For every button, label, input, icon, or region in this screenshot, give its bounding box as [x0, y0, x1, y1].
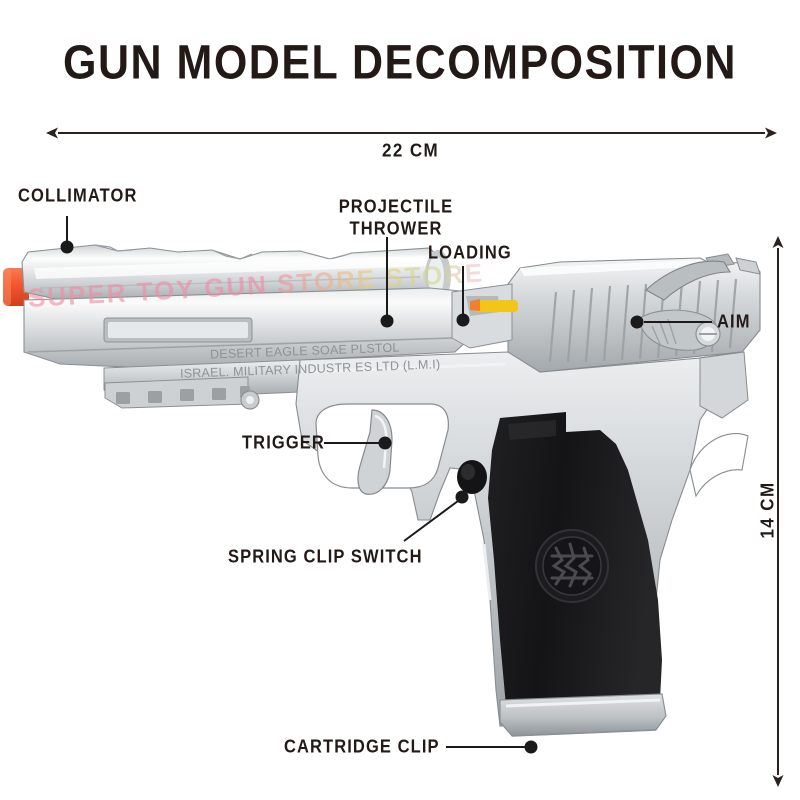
leader-projectile-thrower: [380, 237, 394, 328]
dimension-label-height: 14 CM: [757, 481, 778, 539]
leader-cartridge-clip: [446, 740, 538, 754]
leader-spring-clip-switch: [403, 490, 469, 542]
callout-label-projectile-thrower-line1: PROJECTILE: [338, 197, 454, 217]
page-title: GUN MODEL DECOMPOSITION: [63, 36, 737, 90]
spring-clip-switch-button: [457, 460, 487, 494]
slide-body: [23, 287, 471, 369]
callout-label-aim: AIM: [717, 312, 751, 332]
hammer: [645, 260, 731, 301]
callout-label-projectile-thrower-line2: THROWER: [349, 219, 443, 239]
callout-label-loading: LOADING: [428, 243, 512, 263]
callout-label-projectile-thrower: PROJECTILE THROWER: [332, 196, 460, 240]
leader-collimator: [60, 216, 74, 254]
callout-label-cartridge-clip: CARTRIDGE CLIP: [284, 737, 440, 757]
loading-port: [451, 283, 518, 395]
grip-emblem: [535, 529, 609, 603]
cartridge-clip: [499, 693, 667, 737]
grip-panel: [488, 412, 662, 706]
takedown-pin: [240, 390, 260, 410]
leader-loading: [456, 266, 470, 327]
rear-slide: [507, 253, 761, 373]
callout-label-trigger: TRIGGER: [242, 433, 325, 453]
callout-label-spring-clip-switch: SPRING CLIP SWITCH: [228, 547, 423, 567]
leader-trigger: [324, 436, 392, 450]
leader-aim: [630, 315, 712, 329]
callout-label-collimator: COLLIMATOR: [18, 186, 138, 206]
dimension-label-width: 22 CM: [382, 140, 440, 161]
